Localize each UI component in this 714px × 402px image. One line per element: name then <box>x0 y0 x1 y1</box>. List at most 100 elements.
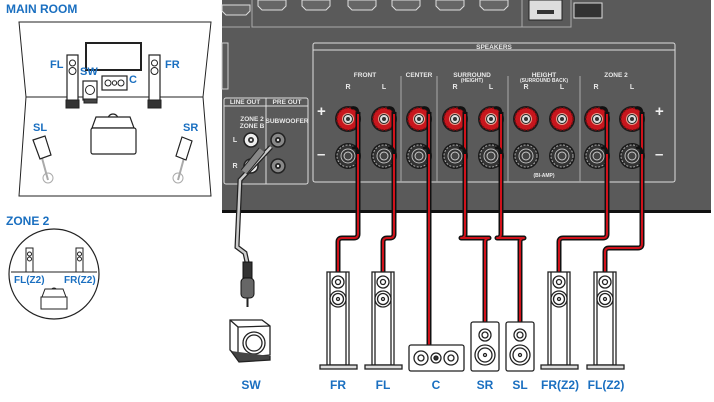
terminal-plus[interactable] <box>371 106 397 132</box>
bottom-sw-label: SW <box>241 378 261 392</box>
hdmi-port-icon <box>301 0 331 11</box>
speakers-terminal-block <box>312 42 676 183</box>
main-fr-speaker-icon <box>147 54 162 109</box>
bottom-c-speaker-icon <box>408 344 465 372</box>
hdmi-port-icon <box>391 0 421 11</box>
zone2-l-label: L <box>629 84 635 91</box>
zone2-r-label: R <box>593 84 599 91</box>
minus-left-label: – <box>317 146 326 163</box>
main-c-label: C <box>129 74 137 86</box>
usb-slot <box>537 10 554 14</box>
hdmi-port-icon <box>221 4 251 16</box>
terminal-minus[interactable] <box>513 143 539 169</box>
main-fr-label: FR <box>165 59 180 71</box>
subwoofer-cable <box>234 145 273 307</box>
line-pre-out-box <box>221 42 309 185</box>
terminal-minus[interactable] <box>549 143 575 169</box>
bottom-sl-speaker-icon <box>505 321 535 372</box>
bottom-flz2-speaker-icon <box>586 271 625 370</box>
bottom-sr-label: SR <box>476 378 494 392</box>
zone2-diagram <box>8 228 100 320</box>
hdmi-port-icon <box>479 0 509 11</box>
group-front-label: FRONT <box>353 72 377 79</box>
main-sr-speaker-icon <box>172 136 193 184</box>
zone2-sub1-label: ZONE 2 <box>240 116 264 123</box>
line-out-l-label: L <box>232 137 238 144</box>
terminal-plus[interactable] <box>478 106 504 132</box>
zone2-fl-label: FL(Z2) <box>14 275 45 286</box>
group-center-label: CENTER <box>405 72 433 79</box>
biamp-label: (BI-AMP) <box>533 173 555 179</box>
speaker-cable <box>380 106 397 272</box>
speaker-cable <box>457 106 492 322</box>
main-room-outline <box>18 21 212 197</box>
terminal-minus[interactable] <box>478 143 504 169</box>
terminal-plus[interactable] <box>335 106 361 132</box>
speaker-cable <box>602 106 645 272</box>
front-r-label: R <box>345 84 351 91</box>
bottom-flz2-label: FL(Z2) <box>587 378 625 392</box>
main-c-speaker-icon <box>101 75 128 91</box>
terminal-plus[interactable] <box>619 106 645 132</box>
bottom-sw-icon <box>229 319 271 363</box>
group-zone2-label: ZONE 2 <box>604 72 628 79</box>
speaker-cable <box>421 106 432 345</box>
main-sw-label: SW <box>80 66 98 78</box>
group-surround-label: SURROUND <box>453 72 491 79</box>
main-sl-speaker-icon <box>32 135 54 184</box>
speaker-cables <box>335 106 645 345</box>
surround-l-label: L <box>488 84 494 91</box>
pre-out-header: PRE OUT <box>272 99 302 106</box>
terminal-plus[interactable] <box>513 106 539 132</box>
bottom-sl-label: SL <box>512 378 528 392</box>
zone2-title: ZONE 2 <box>6 214 50 228</box>
plus-left-label: + <box>317 103 326 120</box>
main-fl-speaker-icon <box>65 54 80 109</box>
speakers-header: SPEAKERS <box>476 44 512 51</box>
bottom-frz2-label: FR(Z2) <box>541 378 579 392</box>
terminal-minus[interactable] <box>371 143 397 169</box>
hdmi-ports <box>221 0 603 21</box>
height-r-label: R <box>523 84 529 91</box>
hdmi-port-icon <box>257 0 287 11</box>
speaker-cable <box>335 106 361 272</box>
tv-icon <box>85 42 142 71</box>
surround-r-label: R <box>452 84 458 91</box>
terminal-plus[interactable] <box>549 106 575 132</box>
height-l-label: L <box>559 84 565 91</box>
zone2-fr-label: FR(Z2) <box>64 275 96 286</box>
speaker-cable <box>493 106 527 322</box>
bottom-c-label: C <box>431 378 441 392</box>
main-sl-label: SL <box>33 122 48 134</box>
lan-port-icon <box>573 2 603 19</box>
main-sofa-icon <box>90 113 137 155</box>
bottom-fl-speaker-icon <box>364 271 403 370</box>
bottom-sr-speaker-icon <box>470 321 500 372</box>
front-l-label: L <box>381 84 387 91</box>
height-sub-label: (SURROUND BACK) <box>519 78 569 84</box>
terminal-minus[interactable] <box>584 143 610 169</box>
main-sw-speaker-icon <box>82 80 98 104</box>
main-fl-label: FL <box>50 59 64 71</box>
line-out-header: LINE OUT <box>229 99 261 106</box>
speaker-cable <box>556 106 610 272</box>
minus-right-label: – <box>655 146 664 163</box>
zone-b-label: ZONE B <box>239 123 265 130</box>
bottom-fr-label: FR <box>330 378 346 392</box>
subwoofer-label: SUBWOOFER <box>265 118 309 125</box>
hdmi-port-icon <box>347 0 377 11</box>
main-sr-label: SR <box>183 122 199 134</box>
rca-jacks <box>243 132 286 174</box>
hdmi-port-icon <box>435 0 465 11</box>
bottom-frz2-speaker-icon <box>540 271 579 370</box>
group-height-label: HEIGHT <box>531 72 557 79</box>
terminal-minus[interactable] <box>442 143 468 169</box>
main-room-title: MAIN ROOM <box>6 2 78 16</box>
bottom-fr-speaker-icon <box>319 271 358 370</box>
plus-right-label: + <box>655 103 664 120</box>
line-out-r-label: R <box>232 163 238 170</box>
bottom-fl-label: FL <box>375 378 391 392</box>
terminal-minus[interactable] <box>619 143 645 169</box>
surround-sub-label: (HEIGHT) <box>460 78 484 84</box>
